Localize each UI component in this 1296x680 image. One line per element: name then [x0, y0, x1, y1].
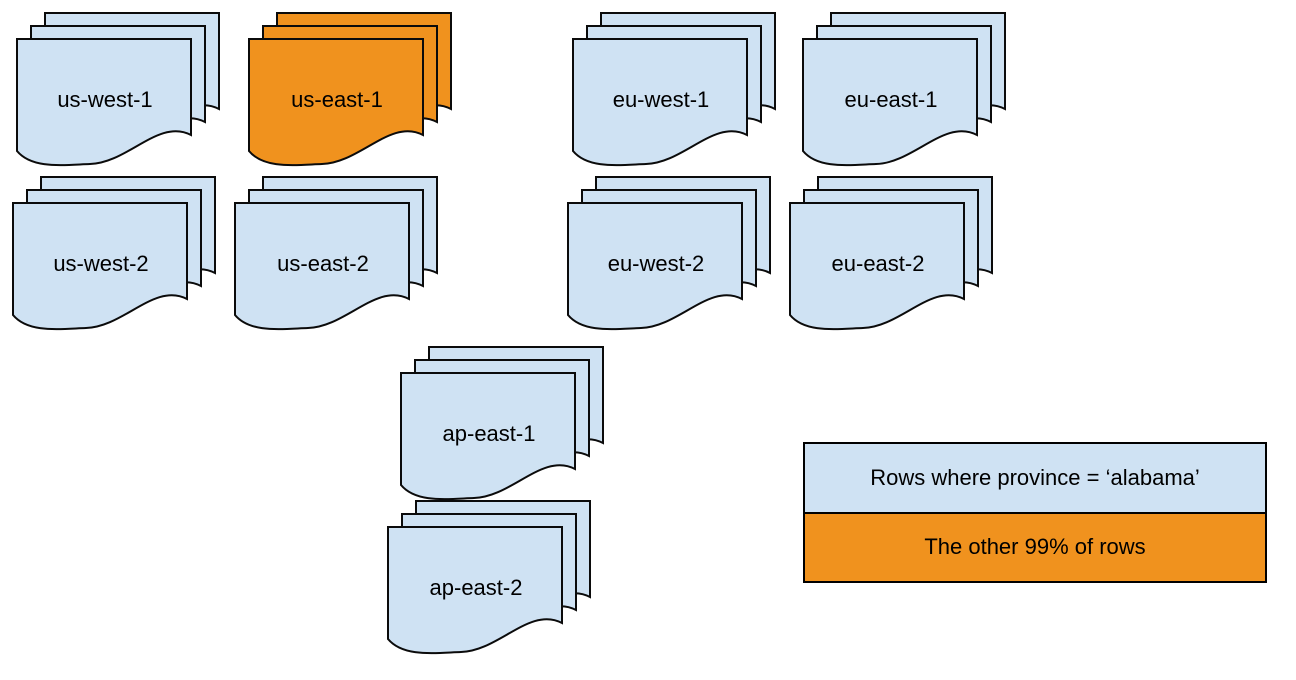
- region-stack-eu-east-1: eu-east-1: [802, 12, 1009, 172]
- region-label: ap-east-1: [442, 420, 536, 446]
- region-label: eu-west-1: [612, 86, 710, 112]
- region-label: us-east-1: [291, 86, 383, 112]
- region-stack-us-west-2: us-west-2: [12, 176, 219, 336]
- legend: Rows where province = ‘alabama’ The othe…: [803, 442, 1267, 583]
- region-label: us-west-1: [57, 86, 153, 112]
- region-stack-eu-west-1: eu-west-1: [572, 12, 779, 172]
- region-stack-us-east-2: us-east-2: [234, 176, 441, 336]
- region-stack-ap-east-1: ap-east-1: [400, 346, 607, 506]
- region-label: eu-east-2: [831, 250, 925, 276]
- region-label: ap-east-2: [429, 574, 523, 600]
- legend-item-label: The other 99% of rows: [924, 534, 1146, 560]
- region-label: us-east-2: [277, 250, 369, 276]
- legend-item-other-rows: The other 99% of rows: [805, 511, 1265, 581]
- region-stack-ap-east-2: ap-east-2: [387, 500, 594, 660]
- legend-item-label: Rows where province = ‘alabama’: [870, 464, 1200, 490]
- region-stack-us-east-1: us-east-1: [248, 12, 455, 172]
- region-label: eu-east-1: [844, 86, 938, 112]
- region-stack-eu-west-2: eu-west-2: [567, 176, 774, 336]
- region-stack-us-west-1: us-west-1: [16, 12, 223, 172]
- legend-item-alabama-rows: Rows where province = ‘alabama’: [805, 444, 1265, 512]
- region-label: us-west-2: [53, 250, 149, 276]
- region-stack-eu-east-2: eu-east-2: [789, 176, 996, 336]
- region-label: eu-west-2: [607, 250, 705, 276]
